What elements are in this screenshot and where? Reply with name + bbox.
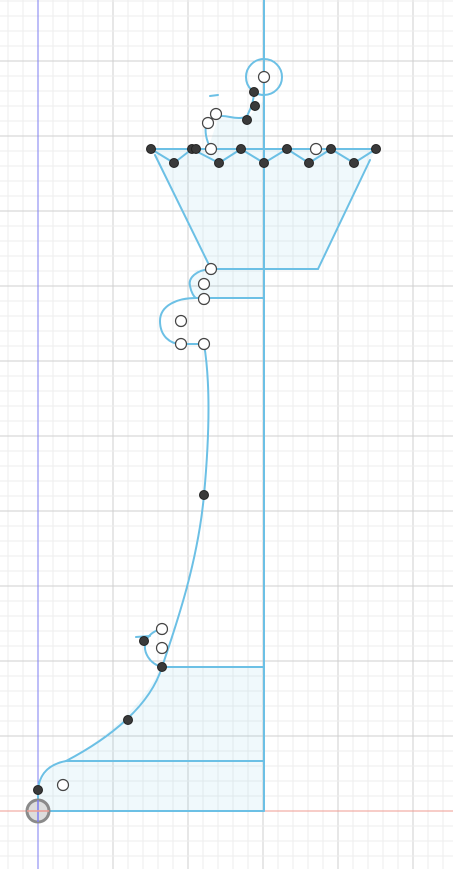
constraint-point[interactable] bbox=[250, 101, 260, 111]
constraint-point[interactable] bbox=[242, 115, 252, 125]
profile-region-lower[interactable] bbox=[66, 667, 264, 761]
free-point[interactable] bbox=[201, 116, 215, 130]
constraint-point[interactable] bbox=[326, 144, 336, 154]
constraint-point[interactable] bbox=[123, 715, 133, 725]
cup-right-edge[interactable] bbox=[317, 159, 371, 270]
free-point[interactable] bbox=[309, 142, 323, 156]
free-point[interactable] bbox=[155, 641, 169, 655]
constraint-point[interactable] bbox=[259, 158, 269, 168]
constraint-point[interactable] bbox=[191, 144, 201, 154]
constraint-point[interactable] bbox=[146, 144, 156, 154]
constraint-point[interactable] bbox=[304, 158, 314, 168]
free-point[interactable] bbox=[174, 337, 188, 351]
free-point[interactable] bbox=[155, 622, 169, 636]
constraint-point[interactable] bbox=[249, 87, 259, 97]
free-point[interactable] bbox=[204, 142, 218, 156]
constraint-point[interactable] bbox=[139, 636, 149, 646]
finial-circle[interactable] bbox=[245, 58, 283, 96]
constraint-point[interactable] bbox=[214, 158, 224, 168]
constraint-point[interactable] bbox=[282, 144, 292, 154]
free-point[interactable] bbox=[257, 70, 271, 84]
constraint-point[interactable] bbox=[157, 662, 167, 672]
origin-icon[interactable] bbox=[25, 798, 51, 824]
free-point[interactable] bbox=[197, 277, 211, 291]
constraint-point[interactable] bbox=[236, 144, 246, 154]
constraint-point[interactable] bbox=[199, 490, 209, 500]
constraint-point[interactable] bbox=[33, 785, 43, 795]
cup-left-edge[interactable] bbox=[154, 154, 212, 270]
finial-dash[interactable] bbox=[209, 94, 219, 97]
neck-arc[interactable] bbox=[159, 297, 197, 345]
profile-region-base[interactable] bbox=[38, 761, 264, 811]
constraint-point[interactable] bbox=[349, 158, 359, 168]
sketch-points bbox=[33, 70, 381, 795]
constraint-point[interactable] bbox=[371, 144, 381, 154]
free-point[interactable] bbox=[204, 262, 218, 276]
profile-region-collar[interactable] bbox=[191, 269, 264, 298]
free-point[interactable] bbox=[197, 292, 211, 306]
collar-arc[interactable] bbox=[188, 268, 212, 299]
constraint-point[interactable] bbox=[169, 158, 179, 168]
free-point[interactable] bbox=[56, 778, 70, 792]
profile-region-top[interactable] bbox=[208, 100, 264, 149]
free-point[interactable] bbox=[197, 337, 211, 351]
free-point[interactable] bbox=[174, 314, 188, 328]
free-point[interactable] bbox=[209, 107, 223, 121]
